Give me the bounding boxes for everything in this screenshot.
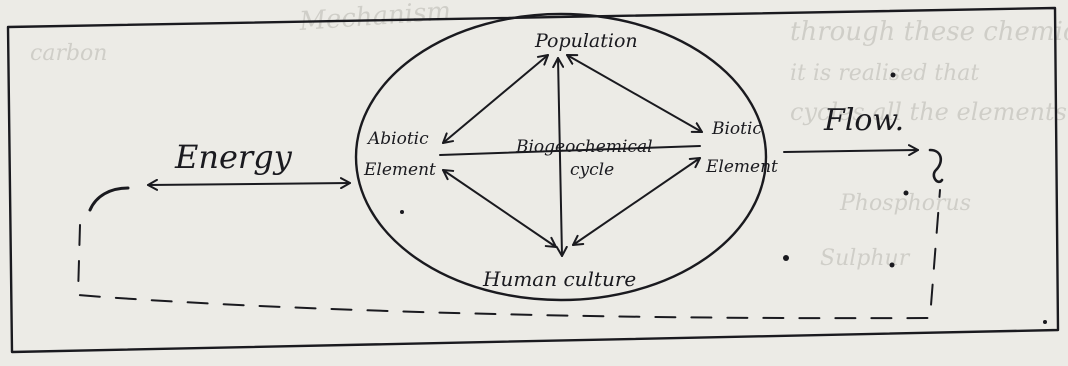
label-energy: Energy (174, 138, 293, 176)
arrow-biotic-human (572, 157, 701, 246)
flow-curl (928, 148, 944, 184)
svg-text:cycles all the elements: cycles all the elements (790, 98, 1067, 126)
label-biotic: Biotic Element (705, 119, 778, 177)
svg-text:carbon: carbon (30, 41, 107, 66)
hook-left (88, 186, 130, 212)
arrow-abiotic-human (442, 169, 557, 248)
label-human-culture: Human culture (482, 267, 636, 291)
label-center: Biogeochemical cycle (515, 137, 658, 180)
cycle-ellipse (354, 12, 768, 302)
arrow-population-abiotic (442, 54, 549, 144)
arrow-population-human (552, 57, 568, 257)
arrow-flow (783, 144, 919, 157)
ink-dots (400, 72, 1047, 324)
svg-text:through these chemicals: through these chemicals (790, 17, 1068, 47)
svg-text:it is realised that: it is realised that (790, 61, 979, 86)
svg-text:Sulphur: Sulphur (820, 246, 911, 271)
label-population: Population (534, 30, 638, 52)
label-abiotic: Abiotic Element (363, 129, 436, 180)
dashed-return-loop (77, 189, 941, 320)
outer-frame (6, 6, 1060, 354)
label-flow: Flow. (823, 103, 904, 138)
bleed-through-text: Mechanism through these chemicals it is … (30, 0, 1068, 271)
arrow-population-biotic (566, 54, 703, 133)
line-abiotic-biotic (439, 145, 701, 156)
arrow-energy (147, 177, 351, 191)
